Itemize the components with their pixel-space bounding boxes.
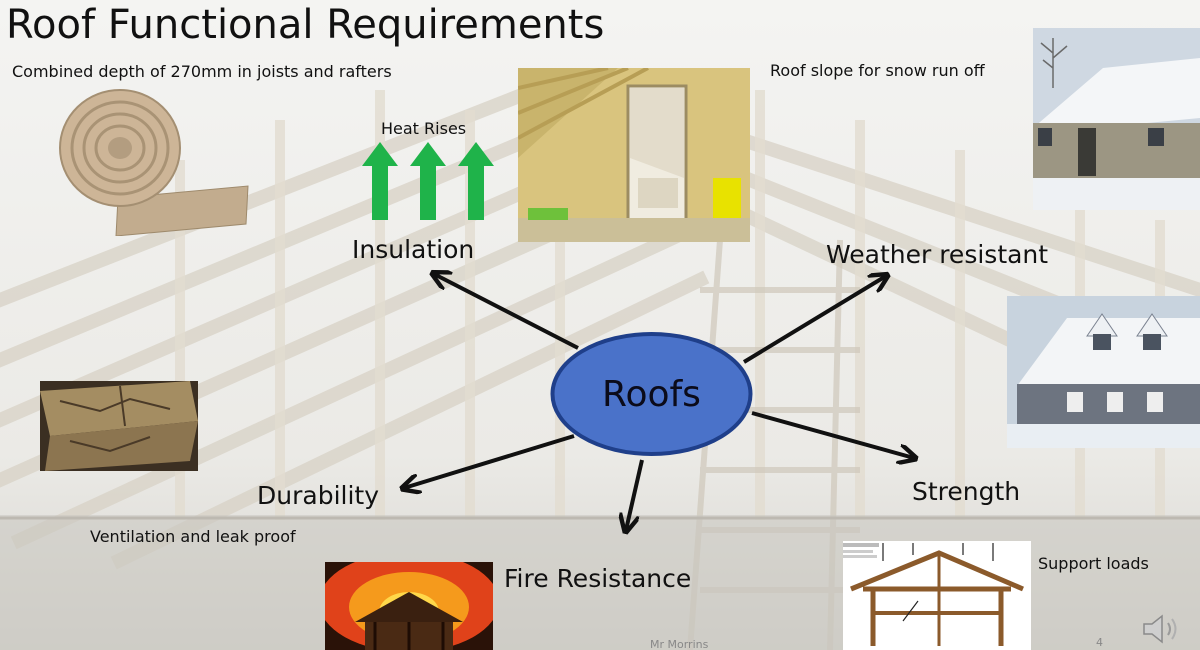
arrow-to-weather	[742, 276, 886, 364]
snow-run-off-note: Roof slope for snow run off	[770, 61, 985, 80]
ventilation-note: Ventilation and leak proof	[90, 527, 296, 546]
arrow-to-durability	[404, 434, 575, 488]
house-fire-photo	[325, 562, 493, 650]
author-footer: Mr Morrins	[650, 638, 709, 650]
decayed-timber-photo	[40, 381, 198, 471]
roof-load-diagram	[843, 541, 1031, 650]
up-arrow-icon	[410, 142, 446, 220]
support-loads-note: Support loads	[1038, 554, 1149, 573]
insulation-roll-image	[58, 86, 253, 236]
roofs-node	[550, 332, 753, 456]
heat-rises-note: Heat Rises	[381, 119, 467, 138]
weather-resistant-label: Weather resistant	[826, 240, 1049, 269]
arrow-to-insulation	[434, 274, 579, 350]
snow-cottage-photo	[1033, 28, 1200, 210]
roofs-label: Roofs	[602, 373, 701, 415]
attic-insulation-photo	[518, 68, 750, 242]
durability-label: Durability	[257, 481, 379, 510]
slide-title: Roof Functional Requirements	[6, 2, 605, 48]
speaker-icon[interactable]	[1140, 612, 1184, 646]
insulation-label: Insulation	[352, 235, 475, 264]
up-arrow-icon	[362, 142, 398, 220]
arrow-to-strength	[751, 411, 914, 458]
snow-house-photo	[1007, 296, 1200, 448]
heat-rises-graphic	[362, 142, 494, 220]
fire-resistance-label: Fire Resistance	[504, 564, 692, 593]
insulation-depth-note: Combined depth of 270mm in joists and ra…	[12, 62, 392, 81]
strength-label: Strength	[912, 477, 1021, 506]
up-arrow-icon	[458, 142, 494, 220]
arrow-to-fire	[626, 459, 644, 530]
page-number: 4	[1096, 636, 1103, 649]
